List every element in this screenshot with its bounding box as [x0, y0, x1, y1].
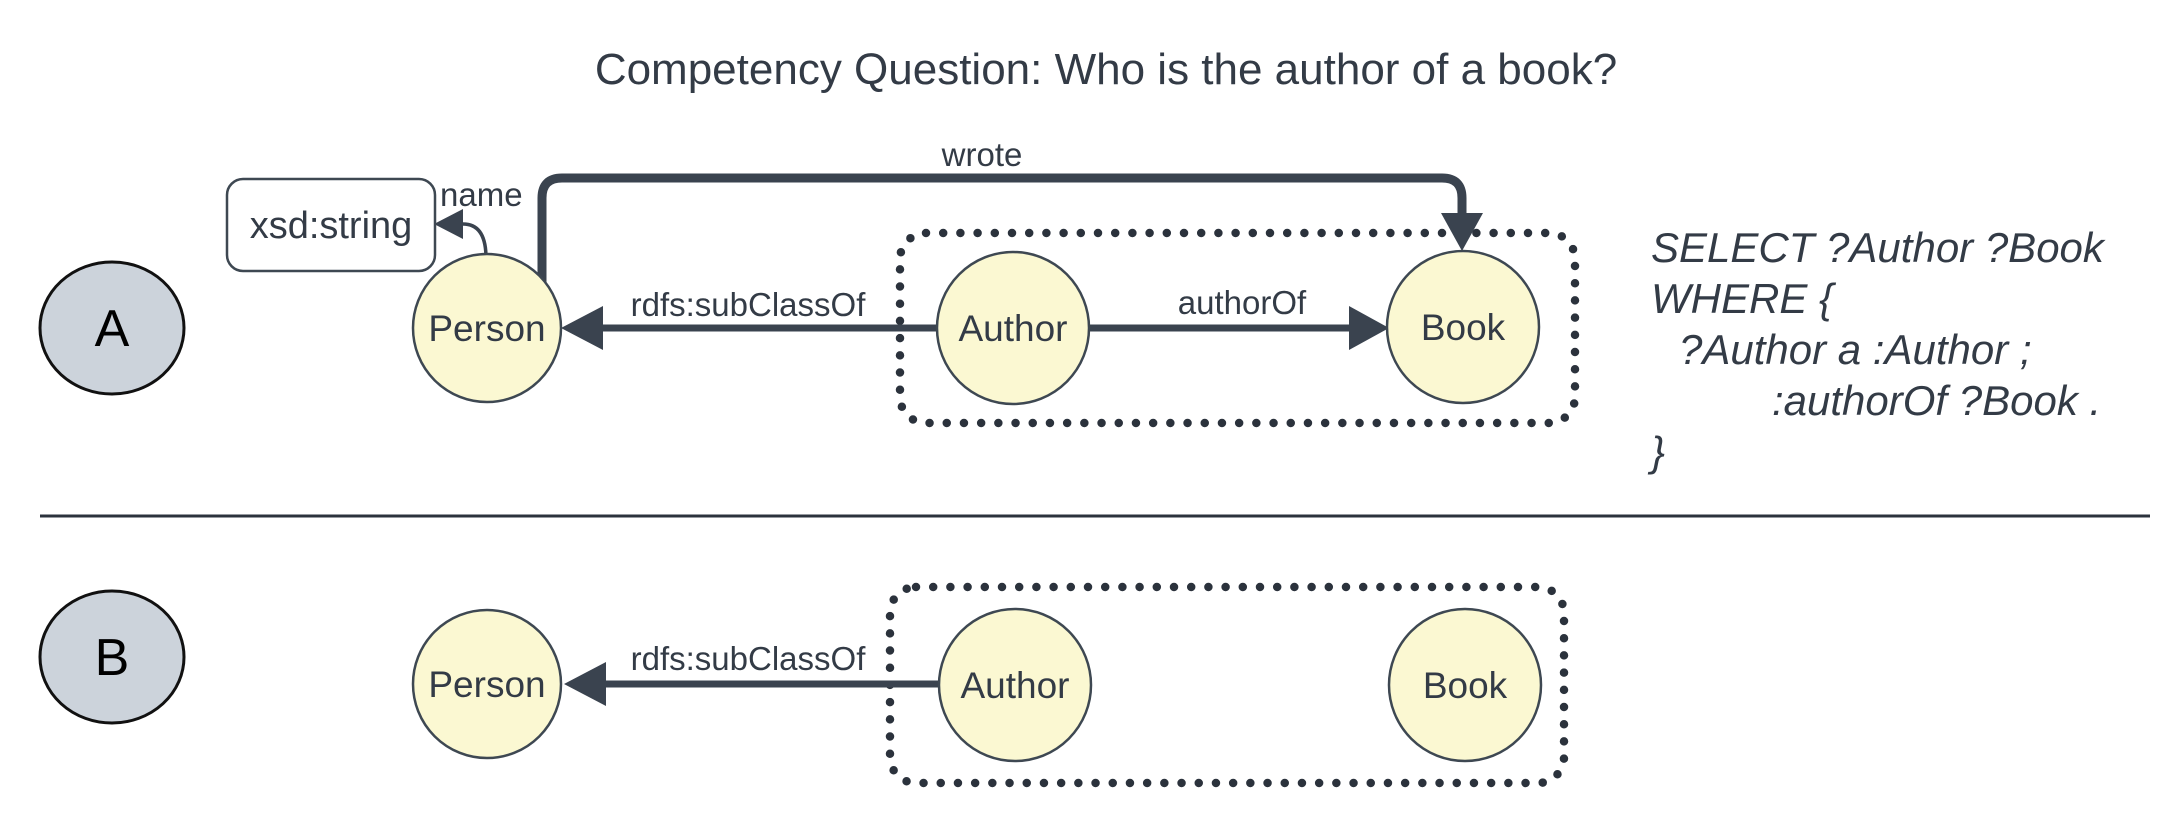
book-node-label-a: Book	[1421, 307, 1506, 348]
person-node-label-a: Person	[428, 308, 545, 349]
name-edge-line	[462, 222, 488, 259]
datatype-box-label: xsd:string	[250, 205, 413, 247]
subclassof-edge-arrowhead-a	[561, 306, 603, 350]
section-a: A wrote name rdfs:subClassOf authorOf xs…	[38, 136, 2106, 475]
sparql-query-line: SELECT ?Author ?Book	[1651, 224, 2106, 271]
sparql-query-line: ?Author a :Author ;	[1679, 326, 2032, 373]
person-node-a	[411, 252, 563, 404]
author-node-a	[935, 250, 1091, 406]
sparql-query: SELECT ?Author ?Book WHERE { ?Author a :…	[1647, 224, 2106, 475]
book-node-b	[1387, 607, 1543, 763]
author-node-label-a: Author	[958, 308, 1067, 349]
wrote-edge-label: wrote	[941, 136, 1023, 173]
wrote-edge-line	[537, 173, 1467, 286]
subclassof-edge-arrowhead-b	[564, 662, 606, 706]
author-node-label-b: Author	[960, 665, 1069, 706]
badge-a-label: A	[95, 300, 130, 358]
book-node-a	[1385, 249, 1541, 405]
sparql-query-line: }	[1647, 428, 1665, 475]
person-node-b	[411, 608, 563, 760]
name-edge-arrowhead	[434, 209, 463, 239]
author-node-b	[937, 607, 1093, 763]
page-title: Competency Question: Who is the author o…	[595, 45, 1617, 94]
sparql-query-line: :authorOf ?Book .	[1772, 377, 2101, 424]
subclassof-edge-label-a: rdfs:subClassOf	[631, 286, 867, 323]
authorof-edge-arrowhead	[1349, 306, 1389, 350]
person-node-label-b: Person	[428, 664, 545, 705]
subclassof-edge-label-b: rdfs:subClassOf	[631, 640, 867, 677]
name-edge-label: name	[440, 176, 523, 213]
pattern-box-a	[895, 228, 1580, 428]
badge-a-circle	[38, 260, 186, 396]
badge-b-label: B	[95, 629, 130, 687]
wrote-edge-arrowhead	[1441, 213, 1483, 251]
section-b: B rdfs:subClassOf Person Author Book	[38, 582, 1569, 788]
authorof-edge-label: authorOf	[1178, 284, 1307, 321]
book-node-label-b: Book	[1423, 665, 1508, 706]
datatype-box	[225, 177, 437, 273]
badge-b-circle	[38, 589, 186, 725]
sparql-query-line: WHERE {	[1651, 275, 1837, 322]
